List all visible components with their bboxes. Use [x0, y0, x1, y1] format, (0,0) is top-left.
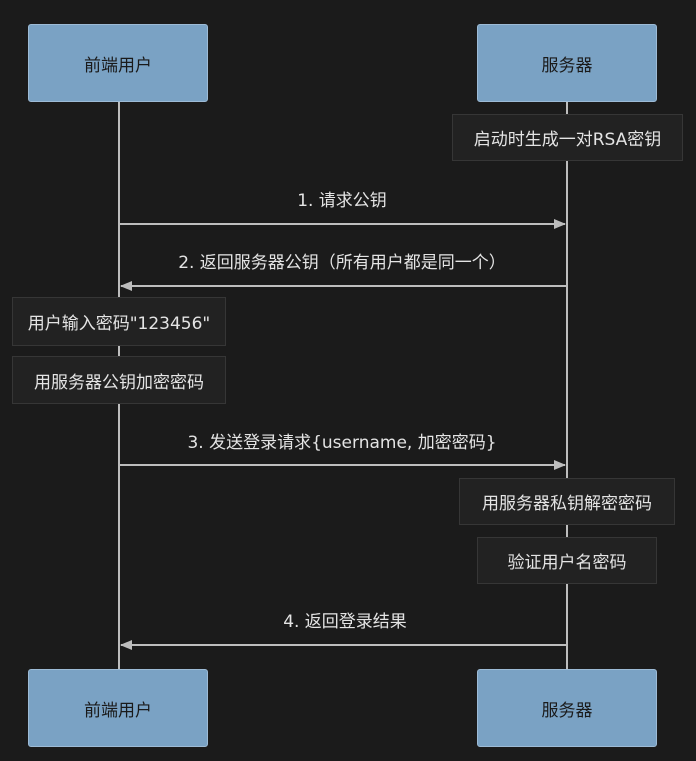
- message-2-label: 2. 返回服务器公钥（所有用户都是同一个）: [178, 253, 506, 273]
- note-server-decrypt: 用服务器私钥解密密码: [459, 478, 675, 525]
- note-server-verify: 验证用户名密码: [477, 537, 657, 584]
- server-actor-bottom: 服务器: [477, 669, 657, 747]
- client-actor-bottom: 前端用户: [28, 669, 208, 747]
- client-actor-label: 前端用户: [84, 700, 152, 721]
- note-text: 用服务器私钥解密密码: [482, 494, 652, 514]
- note-text: 用服务器公钥加密密码: [34, 372, 204, 393]
- message-1-label: 1. 请求公钥: [297, 191, 387, 211]
- server-actor-label: 服务器: [541, 700, 593, 721]
- server-lifeline: [566, 102, 568, 670]
- note-server-init: 启动时生成一对RSA密钥: [452, 114, 683, 161]
- note-client-encrypt: 用服务器公钥加密密码: [12, 356, 226, 404]
- server-actor-top: 服务器: [477, 24, 657, 102]
- note-text: 验证用户名密码: [507, 553, 627, 573]
- note-text: 启动时生成一对RSA密钥: [473, 130, 662, 150]
- note-text: 用户输入密码"123456": [27, 314, 211, 334]
- message-3-label: 3. 发送登录请求{username, 加密密码}: [187, 433, 497, 453]
- server-actor-label: 服务器: [541, 55, 593, 76]
- client-actor-top: 前端用户: [28, 24, 208, 102]
- note-client-input: 用户输入密码"123456": [12, 297, 226, 346]
- message-4-label: 4. 返回登录结果: [283, 612, 407, 632]
- client-actor-label: 前端用户: [84, 55, 152, 76]
